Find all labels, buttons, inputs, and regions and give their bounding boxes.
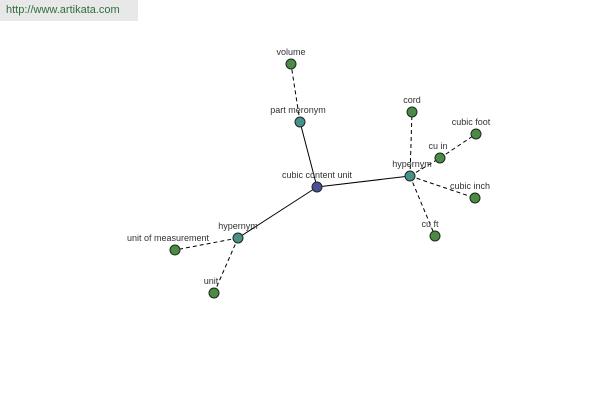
site-url-banner[interactable]: http://www.artikata.com (0, 0, 138, 21)
node-label-cu-ft[interactable]: cu ft (421, 219, 439, 229)
nodes-layer (169, 58, 482, 299)
node-cubic-inch[interactable] (469, 192, 481, 204)
edge-hypernym-left-to-unit-of-measurement (174, 237, 239, 251)
node-label-cord[interactable]: cord (403, 95, 421, 105)
node-label-center[interactable]: cubic content unit (282, 170, 353, 180)
node-hypernym-right[interactable] (404, 170, 416, 182)
node-unit-of-measurement[interactable] (169, 244, 181, 256)
node-cu-ft[interactable] (429, 230, 441, 242)
node-label-hypernym-right[interactable]: hypernym (392, 159, 432, 169)
edge-center-to-hypernym-left (237, 186, 318, 239)
node-label-unit-of-measurement[interactable]: unit of measurement (127, 233, 210, 243)
node-center[interactable] (311, 181, 323, 193)
edge-hypernym-right-to-cu-in (409, 157, 441, 177)
node-part-meronym[interactable] (294, 116, 306, 128)
edge-center-to-part-meronym (299, 121, 318, 188)
edge-part-meronym-to-volume (290, 63, 301, 123)
node-label-part-meronym[interactable]: part meronym (270, 105, 326, 115)
node-cord[interactable] (406, 106, 418, 118)
edge-center-to-hypernym-right (316, 175, 411, 188)
edge-hypernym-right-to-cu-ft (409, 175, 436, 237)
node-volume[interactable] (285, 58, 297, 70)
node-label-hypernym-left[interactable]: hypernym (218, 221, 258, 231)
node-label-volume[interactable]: volume (276, 47, 305, 57)
node-unit[interactable] (208, 287, 220, 299)
node-label-cubic-foot[interactable]: cubic foot (452, 117, 491, 127)
node-cu-in[interactable] (434, 152, 446, 164)
edges-layer (174, 63, 477, 294)
node-label-cubic-inch[interactable]: cubic inch (450, 181, 490, 191)
node-hypernym-left[interactable] (232, 232, 244, 244)
labels-layer: cubic content unit part meronym volume hype… (127, 47, 491, 286)
node-cubic-foot[interactable] (470, 128, 482, 140)
edge-hypernym-left-to-unit (213, 237, 239, 294)
node-label-unit[interactable]: unit (204, 276, 219, 286)
node-label-cu-in[interactable]: cu in (428, 141, 447, 151)
edge-cu-in-to-cubic-foot (439, 133, 477, 159)
edge-hypernym-right-to-cord (409, 111, 413, 177)
edge-hypernym-right-to-cubic-inch (409, 175, 476, 199)
